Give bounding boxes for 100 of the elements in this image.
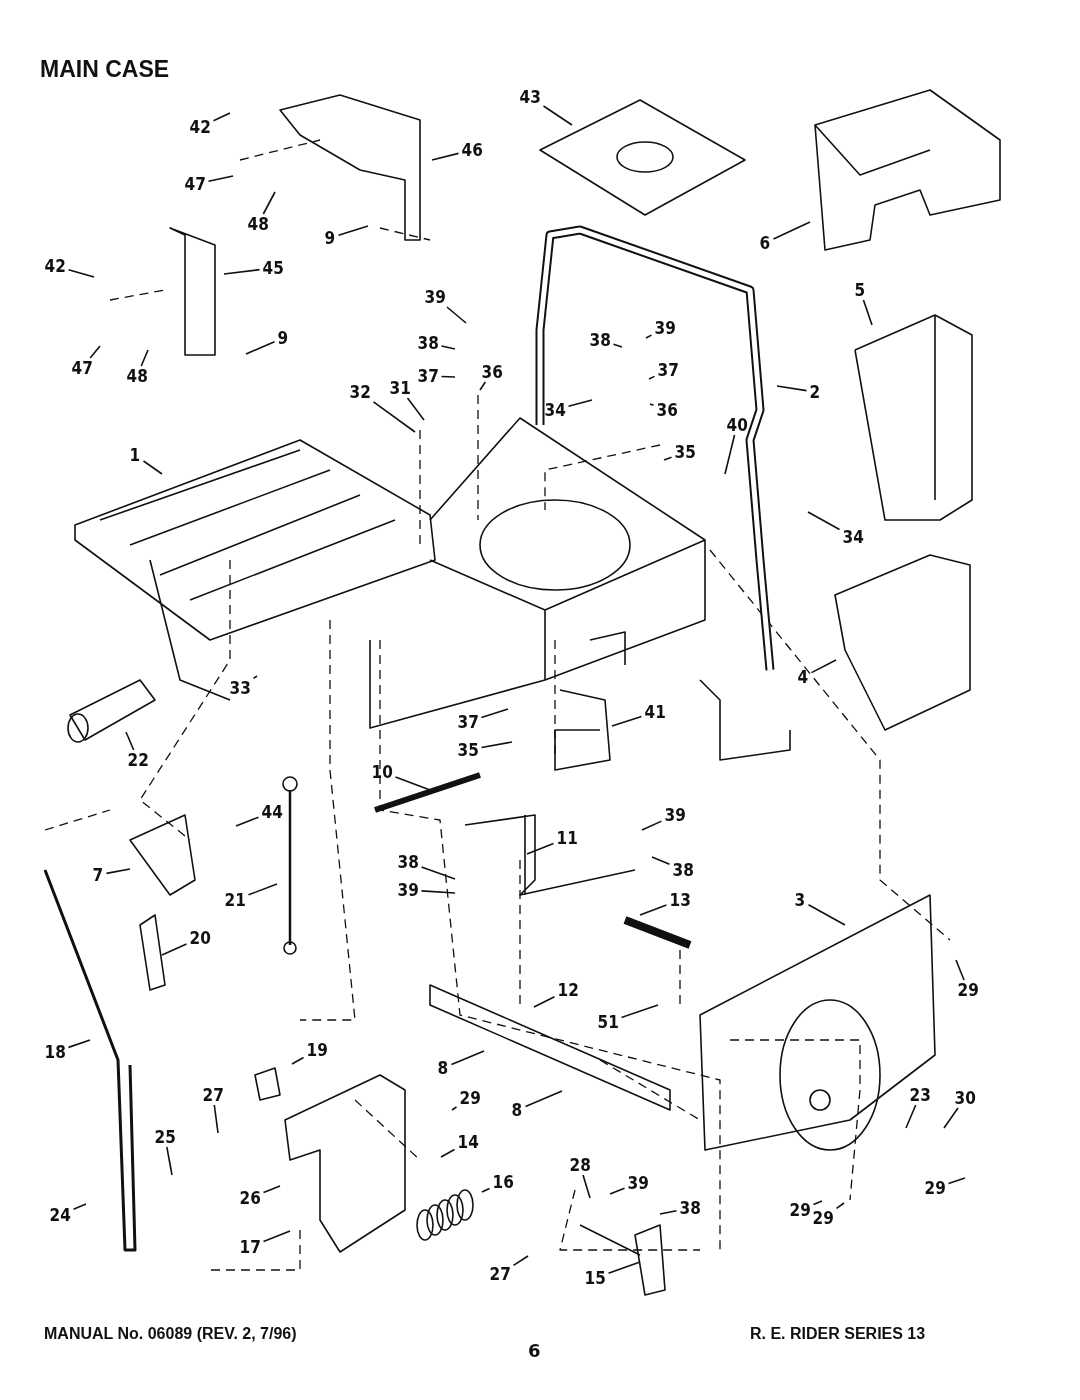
- leader-line: [420, 890, 456, 894]
- callout-number: 29: [811, 1209, 835, 1227]
- leader-line: [620, 1004, 659, 1019]
- callout-number: 26: [238, 1189, 262, 1207]
- callout-number: 36: [480, 363, 504, 381]
- callout-number: 28: [568, 1156, 592, 1174]
- callout-number: 16: [491, 1173, 515, 1191]
- leader-line: [372, 401, 416, 433]
- callout-number: 39: [653, 319, 677, 337]
- leader-line: [161, 943, 188, 956]
- leader-line: [533, 995, 556, 1008]
- leader-line: [431, 152, 460, 161]
- leader-line: [862, 299, 873, 326]
- callout-number: 29: [923, 1179, 947, 1197]
- leader-line: [772, 221, 811, 240]
- callout-number: 44: [260, 803, 284, 821]
- leader-line: [105, 868, 131, 875]
- leader-line: [67, 1039, 91, 1049]
- leader-line: [567, 399, 593, 408]
- callout-number: 8: [510, 1101, 524, 1119]
- leader-line: [440, 345, 456, 350]
- leader-line: [142, 460, 163, 475]
- leader-line: [649, 403, 655, 407]
- callout-number: 38: [416, 334, 440, 352]
- page-title: MAIN CASE: [40, 56, 170, 83]
- callout-number: 38: [671, 861, 695, 879]
- callout-number: 38: [396, 853, 420, 871]
- callout-number: 34: [543, 401, 567, 419]
- callout-number: 37: [416, 367, 440, 385]
- callout-number: 48: [246, 215, 270, 233]
- leader-line: [582, 1174, 591, 1199]
- leader-line: [252, 675, 258, 680]
- leader-line: [639, 904, 668, 916]
- leader-line: [812, 1200, 823, 1206]
- callout-number: 40: [725, 416, 749, 434]
- callout-number: 35: [456, 741, 480, 759]
- callout-number: 12: [556, 981, 580, 999]
- callout-number: 8: [436, 1059, 450, 1077]
- leader-line: [140, 349, 149, 367]
- leader-line: [262, 1230, 291, 1243]
- callout-number: 29: [788, 1201, 812, 1219]
- callout-number: 17: [238, 1238, 262, 1256]
- callout-number: 15: [583, 1269, 607, 1287]
- callout-number: 5: [853, 281, 867, 299]
- leader-line: [450, 1050, 485, 1066]
- callout-number: 21: [223, 891, 247, 909]
- leader-line: [807, 511, 841, 531]
- leader-line: [262, 191, 276, 215]
- leader-line: [481, 1187, 491, 1193]
- callout-number: 23: [908, 1086, 932, 1104]
- callout-number: 38: [678, 1199, 702, 1217]
- callout-number: 2: [808, 383, 822, 401]
- leader-line: [235, 816, 260, 827]
- callout-number: 19: [305, 1041, 329, 1059]
- leader-line: [213, 1104, 219, 1134]
- leader-line: [641, 820, 663, 831]
- callout-number: 27: [488, 1265, 512, 1283]
- leader-line: [337, 225, 369, 237]
- callout-number: 34: [841, 528, 865, 546]
- leader-line: [943, 1107, 959, 1129]
- leader-line: [607, 1261, 641, 1274]
- leader-line: [835, 1202, 845, 1210]
- callout-number: 39: [423, 288, 447, 306]
- callout-number: 20: [188, 929, 212, 947]
- leader-line: [807, 903, 846, 926]
- callout-number: 37: [656, 361, 680, 379]
- leader-line: [612, 343, 623, 348]
- leader-line: [810, 659, 837, 674]
- page-number: 6: [528, 1340, 541, 1361]
- callout-number: 42: [43, 257, 67, 275]
- callout-number: 39: [626, 1174, 650, 1192]
- leader-line: [166, 1146, 173, 1176]
- series-name: R. E. RIDER SERIES 13: [750, 1325, 926, 1343]
- leader-line: [776, 385, 808, 392]
- callout-number: 36: [655, 401, 679, 419]
- leader-line: [440, 375, 456, 378]
- leader-line: [67, 269, 95, 278]
- leader-line: [609, 1187, 626, 1195]
- leader-line: [440, 1148, 456, 1158]
- callout-number: 14: [456, 1133, 480, 1151]
- callout-number: 31: [388, 379, 412, 397]
- leader-line: [659, 1209, 678, 1215]
- leader-line: [451, 1106, 458, 1111]
- callout-number: 43: [518, 88, 542, 106]
- callout-number: 45: [261, 259, 285, 277]
- callout-number: 27: [201, 1086, 225, 1104]
- leader-line: [89, 345, 101, 359]
- leader-line: [611, 715, 643, 727]
- leader-line: [480, 708, 509, 719]
- leader-line: [223, 268, 261, 275]
- leader-line: [955, 959, 965, 981]
- callout-number: 35: [673, 443, 697, 461]
- leader-line: [724, 434, 736, 475]
- leader-line: [524, 1090, 563, 1108]
- leader-line: [648, 375, 656, 380]
- callout-number: 48: [125, 367, 149, 385]
- callout-number: 18: [43, 1043, 67, 1061]
- callout-number: 11: [555, 829, 579, 847]
- leader-line: [420, 866, 456, 880]
- callout-number: 29: [458, 1089, 482, 1107]
